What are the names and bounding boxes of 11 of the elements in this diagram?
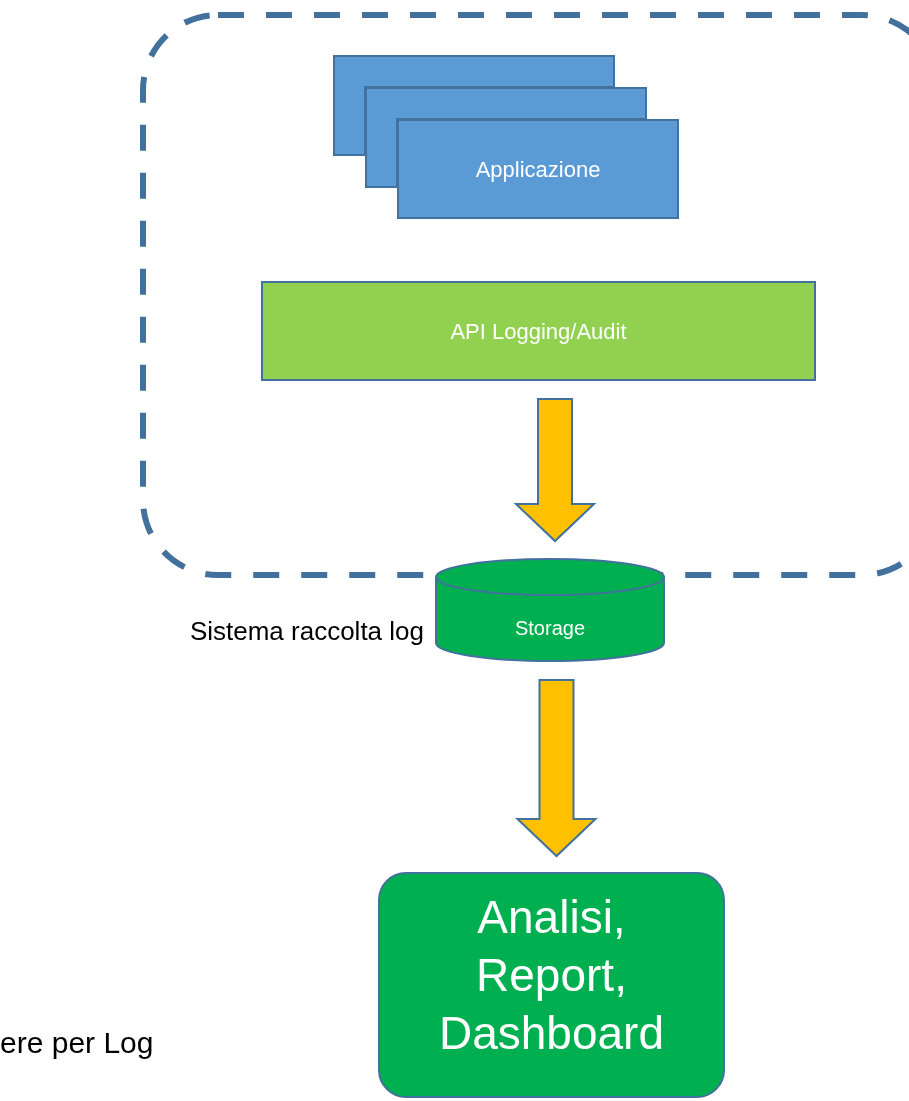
- process-box: [261, 281, 816, 381]
- note-text: ere per Log: [0, 1025, 154, 1061]
- rounded-box: [378, 872, 725, 1098]
- node-text: API Logging/Audit: [450, 317, 627, 346]
- node-text: Applicazione: [475, 155, 601, 184]
- group-title: Sistema raccolta log: [189, 615, 424, 648]
- process-box: [397, 119, 679, 219]
- node-text: Storage: [514, 615, 586, 641]
- node-text: Analisi, Report, Dashboard: [437, 890, 665, 1061]
- block-arrow: [513, 398, 597, 543]
- block-arrow: [515, 679, 598, 858]
